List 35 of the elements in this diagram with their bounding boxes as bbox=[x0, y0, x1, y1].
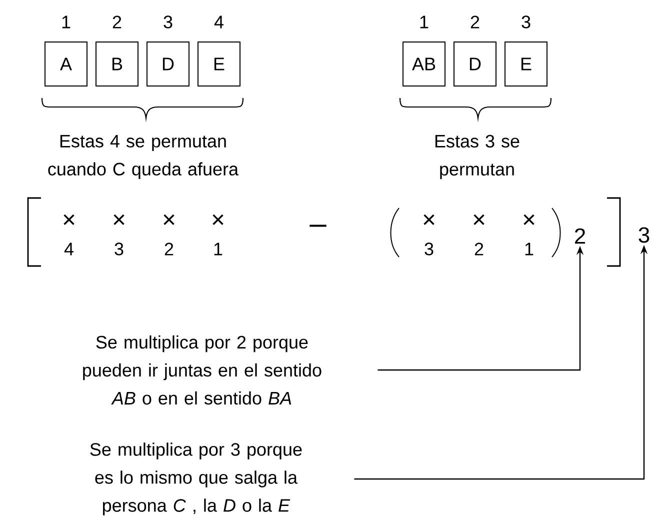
times-sign: × bbox=[114, 214, 124, 226]
position-number: 3 bbox=[164, 16, 172, 28]
times-sign: × bbox=[64, 214, 74, 226]
letter-box: E bbox=[198, 42, 240, 86]
factor: 3 bbox=[114, 242, 124, 256]
position-number: 2 bbox=[112, 16, 122, 28]
position-number: 4 bbox=[214, 16, 224, 28]
letter-box: E bbox=[504, 42, 548, 86]
factor: 2 bbox=[474, 242, 484, 256]
times-sign: × bbox=[524, 214, 534, 226]
exponent: 2 bbox=[575, 228, 586, 244]
factor: 2 bbox=[164, 242, 174, 256]
note: Se multiplica por 3 porque es lo mismo que salga la persona C , la D o la E bbox=[90, 442, 302, 516]
note: Se multiplica por 2 porque pueden ir juntas en el sentido AB o en el sentido BA bbox=[83, 335, 322, 405]
exponent: 3 bbox=[638, 227, 650, 243]
letter-box: A bbox=[44, 42, 88, 86]
letter-box: D bbox=[146, 42, 190, 86]
minus-sign: – bbox=[310, 224, 326, 227]
factor: 4 bbox=[64, 242, 74, 256]
position-number: 1 bbox=[420, 16, 428, 28]
position-number: 3 bbox=[522, 16, 530, 28]
caption: Estas 3 se permutan bbox=[435, 134, 520, 180]
letter-box: AB bbox=[402, 42, 446, 86]
times-sign: × bbox=[164, 214, 174, 226]
letter-box: B bbox=[96, 42, 138, 86]
times-sign: × bbox=[474, 214, 484, 226]
times-sign: × bbox=[424, 214, 434, 226]
factor: 1 bbox=[214, 242, 222, 256]
letter-box: D bbox=[454, 42, 496, 86]
factor: 1 bbox=[525, 242, 534, 256]
position-number: 1 bbox=[62, 16, 70, 28]
factor: 3 bbox=[424, 242, 434, 256]
position-number: 2 bbox=[470, 16, 480, 28]
times-sign: × bbox=[212, 214, 224, 226]
caption: Estas 4 se permutan cuando C queda afuera bbox=[48, 134, 239, 180]
